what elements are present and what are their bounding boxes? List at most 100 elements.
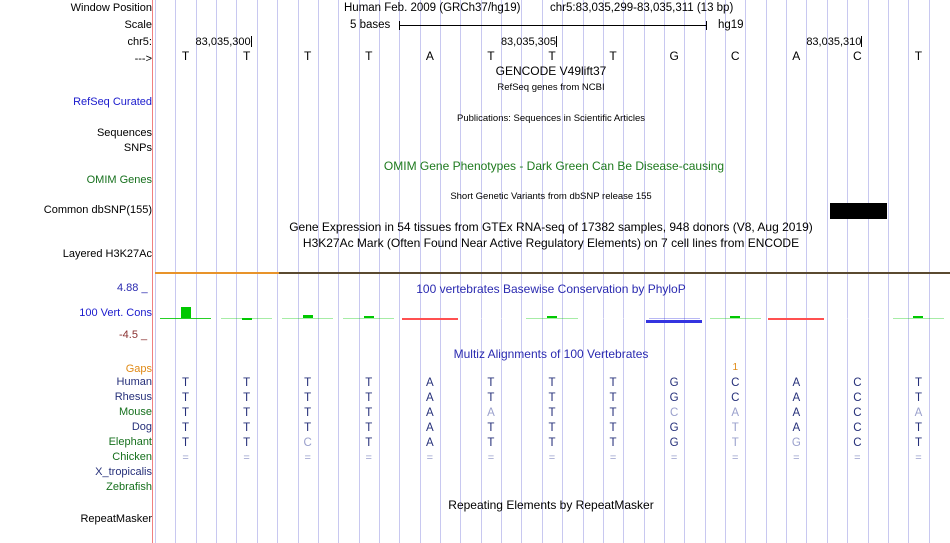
multiz-base-cell[interactable]: T (304, 377, 312, 389)
track-label-common-dbsnp[interactable]: Common dbSNP(155) (43, 204, 152, 216)
multiz-base-cell[interactable]: T (243, 377, 251, 389)
track-title-publications[interactable]: Publications: Sequences in Scientific Ar… (457, 113, 645, 124)
multiz-base-cell[interactable]: T (304, 422, 312, 434)
multiz-base-cell[interactable]: T (731, 437, 739, 449)
conservation-bar[interactable] (302, 315, 313, 318)
track-label-sequences[interactable]: Sequences (96, 127, 152, 139)
track-title-gtex[interactable]: Gene Expression in 54 tissues from GTEx … (289, 220, 813, 234)
multiz-base-cell[interactable]: T (365, 422, 373, 434)
conservation-bar[interactable] (730, 315, 741, 318)
multiz-gap-cell[interactable]: = (915, 452, 922, 464)
multiz-base-cell[interactable]: T (548, 407, 556, 419)
track-title-gencode[interactable]: GENCODE V49lift37 (495, 64, 607, 78)
conservation-bar[interactable] (768, 317, 825, 320)
multiz-base-cell[interactable]: T (609, 422, 617, 434)
multiz-base-cell[interactable]: A (426, 437, 434, 449)
multiz-base-cell[interactable]: C (303, 437, 312, 449)
multiz-base-cell[interactable]: T (731, 422, 739, 434)
multiz-base-cell[interactable]: T (487, 422, 495, 434)
multiz-base-cell[interactable]: A (426, 407, 434, 419)
multiz-base-cell[interactable]: G (669, 437, 679, 449)
species-label-x_tropicalis[interactable]: X_tropicalis (95, 466, 152, 478)
multiz-base-cell[interactable]: T (487, 392, 495, 404)
track-title-phylop[interactable]: 100 vertebrates Basewise Conservation by… (416, 282, 686, 296)
multiz-base-cell[interactable]: A (792, 377, 801, 389)
species-label-chicken[interactable]: Chicken (112, 451, 152, 463)
multiz-base-cell[interactable]: T (182, 407, 190, 419)
multiz-base-cell[interactable]: T (243, 392, 251, 404)
conservation-bar[interactable] (646, 319, 703, 323)
multiz-base-cell[interactable]: T (243, 422, 251, 434)
multiz-base-cell[interactable]: A (426, 377, 434, 389)
multiz-base-cell[interactable]: T (304, 407, 312, 419)
multiz-base-cell[interactable]: T (914, 392, 922, 404)
multiz-base-cell[interactable]: T (609, 392, 617, 404)
multiz-base-cell[interactable]: T (609, 437, 617, 449)
multiz-base-cell[interactable]: T (914, 437, 922, 449)
conservation-bar[interactable] (547, 315, 557, 318)
multiz-base-cell[interactable]: T (609, 377, 617, 389)
track-title-h3k27ac[interactable]: H3K27Ac Mark (Often Found Near Active Re… (302, 236, 800, 250)
conservation-bar[interactable] (401, 317, 458, 320)
multiz-base-cell[interactable]: T (487, 437, 495, 449)
track-label-repeatmasker[interactable]: RepeatMasker (80, 513, 152, 525)
multiz-gap-cell[interactable]: = (426, 452, 434, 464)
multiz-base-cell[interactable]: T (182, 377, 190, 389)
conservation-bar[interactable] (913, 315, 924, 318)
multiz-base-cell[interactable]: T (548, 392, 556, 404)
multiz-base-cell[interactable]: C (731, 392, 740, 404)
multiz-base-cell[interactable]: T (548, 377, 556, 389)
multiz-gap-cell[interactable]: = (548, 452, 556, 464)
multiz-base-cell[interactable]: T (304, 392, 312, 404)
multiz-gap-cell[interactable]: = (243, 452, 250, 464)
species-label-zebrafish[interactable]: Zebrafish (106, 481, 152, 493)
track-title-multiz[interactable]: Multiz Alignments of 100 Vertebrates (453, 347, 649, 361)
multiz-base-cell[interactable]: A (426, 392, 434, 404)
species-label-dog[interactable]: Dog (131, 421, 152, 433)
track-label-layered-h3k27ac[interactable]: Layered H3K27Ac (62, 248, 152, 260)
multiz-base-cell[interactable]: A (426, 422, 434, 434)
multiz-gap-cell[interactable]: = (732, 452, 739, 464)
track-label-100-vert-cons[interactable]: 100 Vert. Cons (79, 307, 152, 319)
multiz-base-cell[interactable]: C (853, 407, 862, 419)
multiz-gap-cell[interactable]: = (487, 452, 495, 464)
multiz-gap-cell[interactable]: = (365, 452, 372, 464)
conservation-bar[interactable] (180, 307, 191, 318)
dbsnp-variant-box[interactable] (830, 203, 887, 219)
multiz-gap-cell[interactable]: = (793, 452, 800, 464)
multiz-base-cell[interactable]: G (669, 377, 679, 389)
multiz-gap-cell[interactable]: = (670, 452, 678, 464)
multiz-base-cell[interactable]: T (182, 422, 190, 434)
multiz-base-cell[interactable]: A (731, 407, 740, 419)
conservation-bar[interactable] (363, 315, 374, 318)
multiz-base-cell[interactable]: G (791, 437, 801, 449)
multiz-gap-cell[interactable]: = (609, 452, 617, 464)
multiz-base-cell[interactable]: T (914, 377, 922, 389)
track-title-repeatmasker[interactable]: Repeating Elements by RepeatMasker (448, 498, 654, 512)
multiz-base-cell[interactable]: G (669, 392, 679, 404)
multiz-base-cell[interactable]: G (669, 422, 679, 434)
track-label-refseq-curated[interactable]: RefSeq Curated (73, 96, 152, 108)
track-title-omim[interactable]: OMIM Gene Phenotypes - Dark Green Can Be… (383, 159, 725, 173)
multiz-base-cell[interactable]: C (669, 407, 679, 419)
multiz-base-cell[interactable]: A (914, 407, 923, 419)
species-label-mouse[interactable]: Mouse (118, 406, 152, 418)
multiz-base-cell[interactable]: A (792, 422, 801, 434)
multiz-base-cell[interactable]: T (487, 377, 495, 389)
multiz-base-cell[interactable]: T (243, 407, 251, 419)
track-title-dbsnp[interactable]: Short Genetic Variants from dbSNP releas… (450, 191, 652, 202)
multiz-base-cell[interactable]: T (548, 422, 556, 434)
multiz-gap-cell[interactable]: = (182, 452, 189, 464)
track-label-snps[interactable]: SNPs (123, 142, 152, 154)
multiz-base-cell[interactable]: A (487, 407, 495, 419)
multiz-gap-cell[interactable]: = (854, 452, 861, 464)
multiz-base-cell[interactable]: T (182, 437, 190, 449)
multiz-base-cell[interactable]: T (365, 377, 373, 389)
multiz-base-cell[interactable]: T (243, 437, 251, 449)
multiz-base-cell[interactable]: C (853, 422, 862, 434)
multiz-base-cell[interactable]: C (731, 377, 740, 389)
multiz-gap-cell[interactable]: = (304, 452, 311, 464)
multiz-base-cell[interactable]: T (914, 422, 922, 434)
track-label-omim-genes[interactable]: OMIM Genes (86, 174, 152, 186)
